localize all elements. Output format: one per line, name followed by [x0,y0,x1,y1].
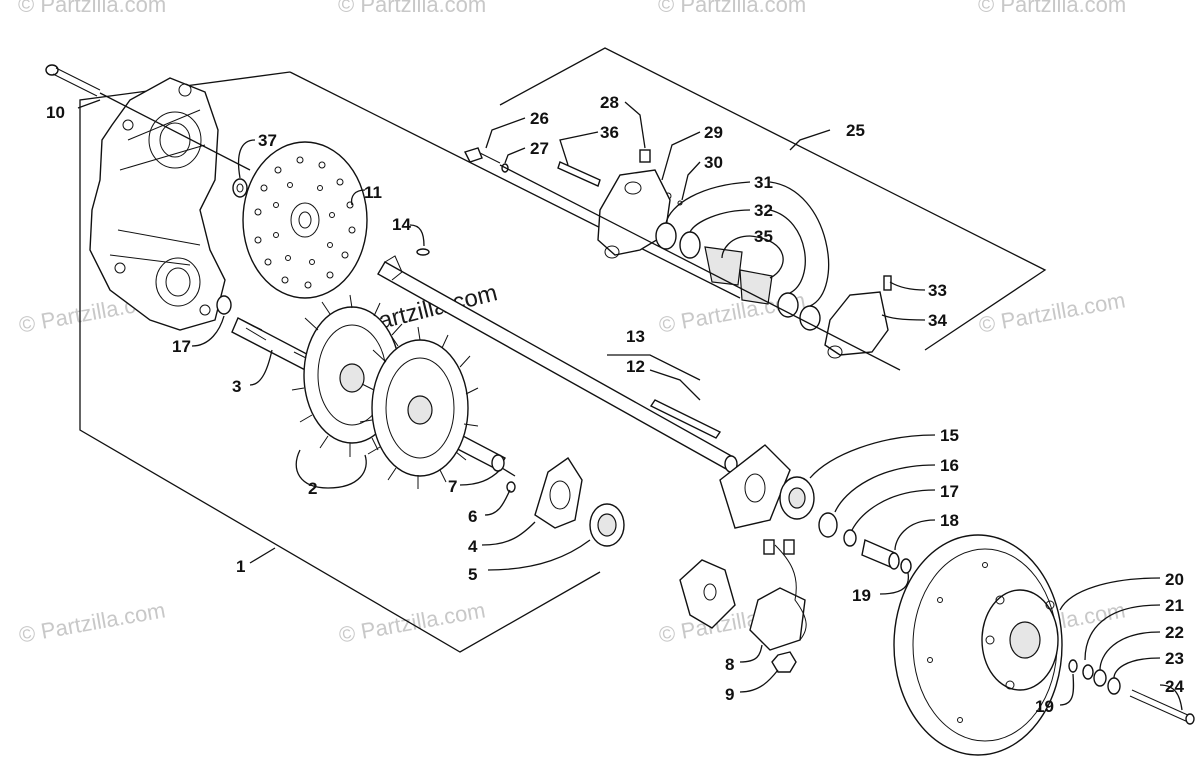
callout-26: 26 [530,109,549,128]
key-6 [506,481,516,493]
washer-19-mid [900,558,912,574]
screw-28 [639,149,651,163]
washer-22 [1093,669,1107,687]
callout-16: 16 [940,456,959,475]
callout-14: 14 [392,215,411,234]
callout-24: 24 [1165,677,1184,696]
callout-4: 4 [468,537,478,556]
nut-9 [771,651,797,673]
callout-13: 13 [626,327,645,346]
callout-17b: 17 [940,482,959,501]
callout-33: 33 [928,281,947,300]
callout-34: 34 [928,311,947,330]
bleeder-33 [883,275,892,291]
callout-5: 5 [468,565,477,584]
speed-sensor-8 [749,539,807,651]
callout-8: 8 [725,655,734,674]
washer-19-low [1068,659,1078,673]
callout-7: 7 [448,477,457,496]
key-12 [649,399,722,439]
callout-22: 22 [1165,623,1184,642]
callout-11: 11 [364,183,382,202]
seal-31 [655,222,677,250]
callout-25: 25 [846,121,865,140]
callout-35: 35 [754,227,773,246]
callout-19b: 19 [1035,697,1054,716]
piston-32 [679,231,701,259]
washer-17-right [843,529,857,547]
bolt-26 [464,147,501,164]
callout-12: 12 [626,357,645,376]
callout-28: 28 [600,93,619,112]
callout-15: 15 [940,426,959,445]
piston-32b [777,292,799,318]
callout-36: 36 [600,123,619,142]
washer-23 [1107,677,1121,695]
shaft-13 [377,255,738,473]
pin-36 [557,161,601,187]
sensor-plate [679,559,736,629]
callout-19a: 19 [852,586,871,605]
callout-1: 1 [236,557,245,576]
drive-sprocket-2b [359,326,479,489]
spacer-18 [861,539,900,570]
bearing-plate [719,444,791,529]
pulley-20 [893,534,1063,756]
seal-31b [799,305,821,331]
callout-labels: 10 37 11 14 17 3 2 7 6 4 5 1 8 9 13 12 1… [46,93,1184,716]
bolt-24 [1129,689,1195,725]
callout-20: 20 [1165,570,1184,589]
bracket-25 [499,47,1047,351]
gearcase-housing [89,77,226,331]
bearing-flange-4 [534,457,583,529]
callout-21: 21 [1165,596,1184,615]
washer-17-left [216,295,232,315]
brake-pad-35b [739,269,773,305]
callout-10: 10 [46,103,65,122]
bearing-15 [779,476,815,520]
callout-32: 32 [754,201,773,220]
callout-23: 23 [1165,649,1184,668]
bearing-5 [589,503,625,547]
callout-3: 3 [232,377,241,396]
brake-disc-11 [242,141,368,299]
callout-30: 30 [704,153,723,172]
washer-37 [232,178,248,198]
leader-lines [77,99,1183,711]
washer-16 [818,512,838,538]
callout-37: 37 [258,131,277,150]
washer-21 [1082,664,1094,680]
callout-6: 6 [468,507,477,526]
callout-2: 2 [308,479,317,498]
callout-31: 31 [754,173,773,192]
callout-17a: 17 [172,337,191,356]
callout-9: 9 [725,685,734,704]
bolt-10 [45,64,101,97]
callout-18: 18 [940,511,959,530]
callout-29: 29 [704,123,723,142]
callout-27: 27 [530,139,549,158]
key-14 [416,248,430,256]
